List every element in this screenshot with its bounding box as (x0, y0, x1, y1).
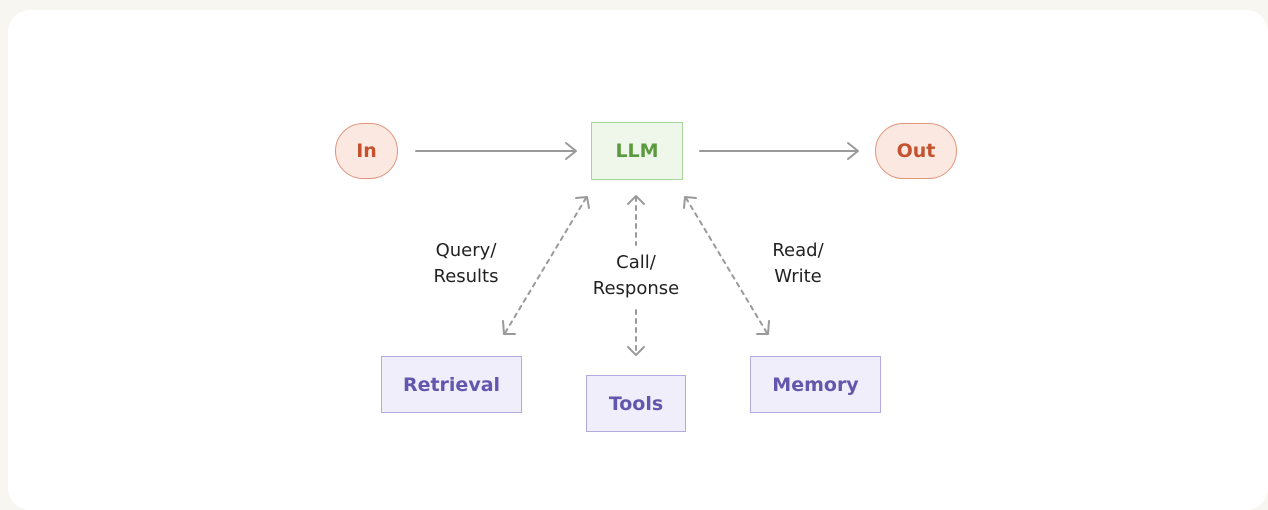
tools-edge-label-line1: Call/ (616, 252, 656, 273)
retrieval-edge-label-line2: Results (433, 266, 499, 287)
arrow-llm-retrieval (502, 196, 590, 335)
output-node: Out (875, 123, 957, 179)
memory-edge-label-line1: Read/ (772, 240, 824, 261)
input-node-label: In (356, 140, 377, 162)
retrieval-edge-label: Query/ Results (406, 238, 526, 290)
retrieval-edge-label-line1: Query/ (435, 240, 497, 261)
arrow-in-to-llm (415, 142, 577, 160)
input-node: In (335, 123, 398, 179)
tools-node-label: Tools (608, 392, 664, 415)
arrow-llm-to-out (699, 142, 859, 160)
llm-node: LLM (591, 122, 683, 180)
retrieval-node: Retrieval (381, 356, 522, 413)
llm-node-label: LLM (615, 140, 659, 162)
memory-edge-label-line2: Write (774, 266, 822, 287)
memory-node: Memory (750, 356, 881, 413)
memory-edge-label: Read/ Write (738, 238, 858, 290)
tools-edge-label: Call/ Response (576, 250, 696, 302)
arrow-llm-memory (683, 196, 770, 335)
tools-node: Tools (586, 375, 686, 432)
tools-edge-label-line2: Response (592, 278, 680, 299)
memory-node-label: Memory (772, 373, 859, 396)
arrow-llm-tools (627, 195, 645, 356)
output-node-label: Out (896, 140, 936, 162)
retrieval-node-label: Retrieval (402, 373, 501, 396)
